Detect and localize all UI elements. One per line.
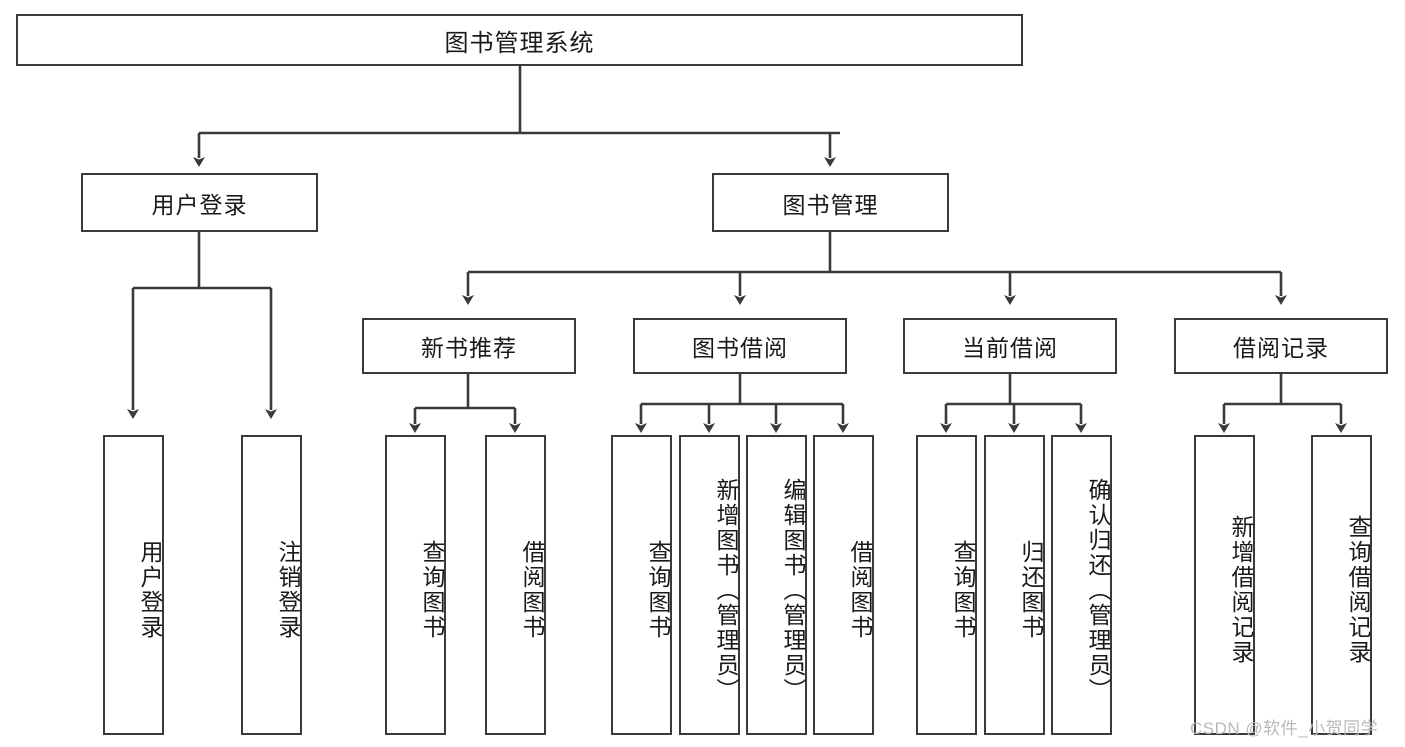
node-borrow-record[interactable]: 借阅记录: [1174, 318, 1388, 374]
node-leaf-query-record-label: 查询借阅记录: [1345, 515, 1371, 665]
node-leaf-borrow-book-1-label: 借阅图书: [519, 540, 545, 640]
node-current-borrow[interactable]: 当前借阅: [903, 318, 1117, 374]
node-leaf-user-logout-label: 注销登录: [275, 540, 301, 640]
node-leaf-query-book-1[interactable]: 查询图书: [385, 435, 446, 735]
node-leaf-edit-book[interactable]: 编辑图书（管理员）: [746, 435, 807, 735]
node-leaf-borrow-book-1[interactable]: 借阅图书: [485, 435, 546, 735]
node-new-book-rec-label: 新书推荐: [421, 335, 517, 361]
node-book-manage-label: 图书管理: [782, 191, 879, 218]
node-leaf-add-record-label: 新增借阅记录: [1228, 515, 1254, 665]
node-user-login-label: 用户登录: [151, 191, 248, 218]
node-book-borrow-label: 图书借阅: [692, 335, 788, 361]
node-current-borrow-label: 当前借阅: [962, 335, 1058, 361]
node-leaf-query-book-2-label: 查询图书: [645, 540, 671, 640]
node-leaf-edit-book-label: 编辑图书（管理员）: [780, 477, 806, 703]
node-borrow-record-label: 借阅记录: [1233, 335, 1329, 361]
node-leaf-add-record[interactable]: 新增借阅记录: [1194, 435, 1255, 735]
node-user-login[interactable]: 用户登录: [81, 173, 318, 232]
node-leaf-query-book-1-label: 查询图书: [419, 540, 445, 640]
node-leaf-confirm-return-label: 确认归还（管理员）: [1085, 477, 1111, 703]
node-leaf-add-book[interactable]: 新增图书（管理员）: [679, 435, 740, 735]
node-new-book-rec[interactable]: 新书推荐: [362, 318, 576, 374]
node-leaf-query-record[interactable]: 查询借阅记录: [1311, 435, 1372, 735]
node-leaf-user-login[interactable]: 用户登录: [103, 435, 164, 735]
node-leaf-return-book-label: 归还图书: [1018, 540, 1044, 640]
node-leaf-query-book-2[interactable]: 查询图书: [611, 435, 672, 735]
node-leaf-borrow-book-2-label: 借阅图书: [847, 540, 873, 640]
node-leaf-confirm-return[interactable]: 确认归还（管理员）: [1051, 435, 1112, 735]
node-leaf-user-login-label: 用户登录: [137, 540, 163, 640]
node-leaf-query-book-3[interactable]: 查询图书: [916, 435, 977, 735]
node-root[interactable]: 图书管理系统: [16, 14, 1023, 66]
node-leaf-user-logout[interactable]: 注销登录: [241, 435, 302, 735]
csdn-watermark: CSDN @软件_小贺同学: [1190, 719, 1379, 738]
node-book-manage[interactable]: 图书管理: [712, 173, 949, 232]
node-leaf-return-book[interactable]: 归还图书: [984, 435, 1045, 735]
node-root-label: 图书管理系统: [444, 29, 595, 57]
node-leaf-add-book-label: 新增图书（管理员）: [713, 477, 739, 703]
node-leaf-borrow-book-2[interactable]: 借阅图书: [813, 435, 874, 735]
node-book-borrow[interactable]: 图书借阅: [633, 318, 847, 374]
node-leaf-query-book-3-label: 查询图书: [950, 540, 976, 640]
